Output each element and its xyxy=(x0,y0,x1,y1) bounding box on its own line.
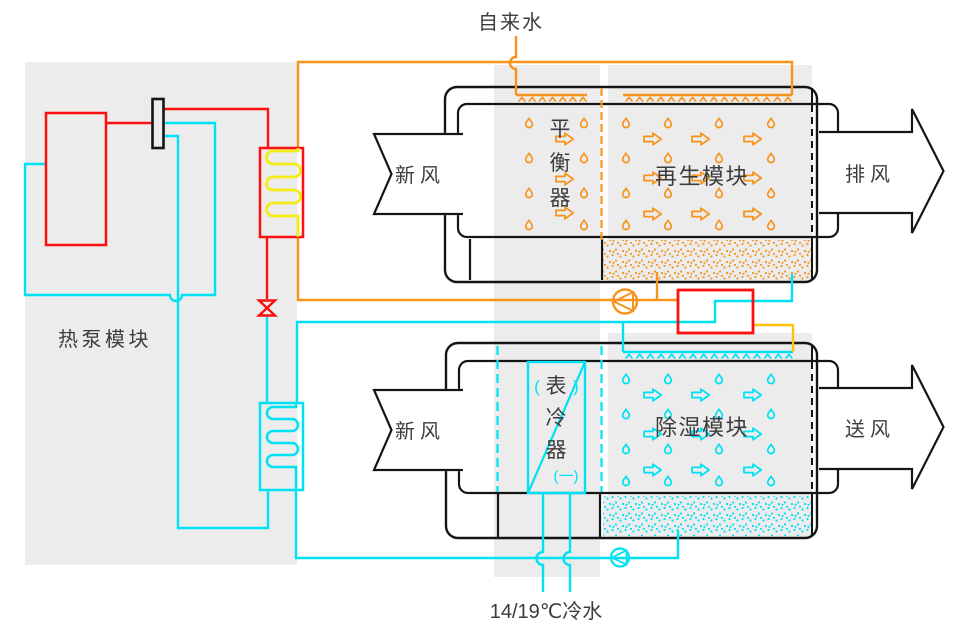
cooler-water-pipe-2 xyxy=(562,493,572,592)
surface-cooler-diagonal xyxy=(526,361,587,494)
cold-water-sump-speckles xyxy=(603,496,811,536)
diagram-labels: 自来水 热泵模块 新风 新风 排风 送风 再生模块 除湿模块 14/19℃冷水 … xyxy=(58,11,895,623)
evaporator-coil-icon xyxy=(265,403,300,490)
label-regeneration-module: 再生模块 xyxy=(655,164,749,189)
label-balancer-char-2: 衡 xyxy=(550,152,571,175)
surface-cooler-box xyxy=(526,360,587,495)
plate-heat-exchanger-box xyxy=(676,288,755,335)
dehumid-sump-return-pipe xyxy=(294,490,680,560)
fresh-air-inlet-arrow-bottom xyxy=(372,388,463,472)
hot-water-sump-speckles xyxy=(603,240,811,280)
label-heat-pump-module: 热泵模块 xyxy=(58,328,152,351)
label-fresh-air-top: 新风 xyxy=(395,164,445,187)
cooler-water-pipe-1 xyxy=(535,493,545,592)
hot-water-return-pipe xyxy=(296,237,678,302)
heat-pump-components xyxy=(44,97,305,492)
chilled-water-pump-icon xyxy=(609,547,631,568)
label-balancer-char-1: 平 xyxy=(550,118,571,141)
label-cooler-unit-no: (一) xyxy=(554,468,579,485)
condenser-coil-icon xyxy=(265,148,302,237)
surface-cooler xyxy=(526,360,587,495)
heat-pump-module-band xyxy=(25,62,297,565)
label-cooler-paren-open: ( xyxy=(534,377,540,396)
sump-to-hx-to-evaporator-pipe xyxy=(295,274,794,403)
suction-line xyxy=(23,121,217,303)
hx-to-dehumid-pipe xyxy=(753,323,795,352)
label-balancer-char-3: 器 xyxy=(550,187,571,210)
piping xyxy=(23,36,795,592)
label-tap-water: 自来水 xyxy=(478,11,544,34)
fresh-air-inlet-arrow-top xyxy=(372,132,463,216)
hot-water-pump-icon xyxy=(611,288,639,315)
regen-sump-dividers xyxy=(468,239,604,280)
label-cooler-paren-close: ) xyxy=(573,377,579,396)
dehumid-sump-dividers xyxy=(496,494,602,537)
supply-air-outlet-arrow xyxy=(819,364,945,490)
evaporator-box xyxy=(258,401,305,492)
expansion-valve-icon xyxy=(255,299,279,317)
condenser-box xyxy=(258,146,305,239)
evaporator-return-line xyxy=(164,134,270,530)
regeneration-sump xyxy=(603,240,811,280)
tap-water-pipe xyxy=(508,36,518,95)
label-fresh-air-bottom: 新风 xyxy=(395,420,445,443)
dehumidification-sump xyxy=(603,496,811,536)
exhaust-air-outlet-arrow xyxy=(819,108,945,234)
label-exhaust-air: 排风 xyxy=(845,163,895,186)
label-dehumidification-module: 除湿模块 xyxy=(655,415,749,440)
label-cooler-char-2: 冷 xyxy=(546,407,567,430)
compressor-unit-box xyxy=(44,111,108,247)
hot-water-supply-pipe xyxy=(296,60,794,148)
label-cooler-char-3: 器 xyxy=(546,439,567,462)
hot-gas-line xyxy=(164,107,270,148)
label-chilled-water-temp: 14/19℃冷水 xyxy=(490,600,603,623)
label-supply-air: 送风 xyxy=(845,418,895,441)
compressor-icon xyxy=(151,97,165,150)
label-cooler-char-1: 表 xyxy=(546,375,567,398)
